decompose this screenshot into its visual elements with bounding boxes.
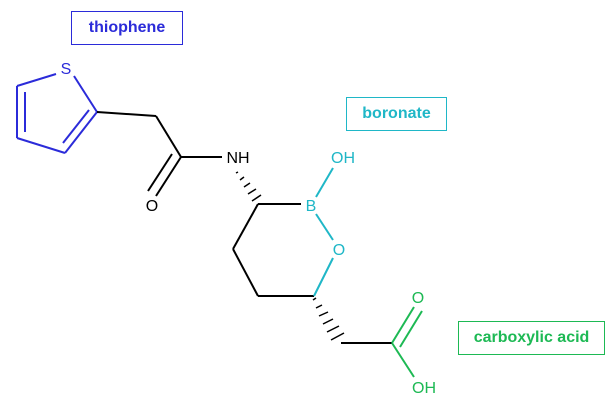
bond-ch2-carbonyl: [155, 115, 182, 158]
atom-oh-acid: OH: [412, 380, 436, 397]
carboxylic-acid-label: carboxylic acid: [458, 321, 605, 355]
hashed-wedge-n-c3: [235, 171, 262, 202]
bond-c4-c5: [232, 248, 259, 297]
atom-o-acid: O: [412, 290, 424, 307]
bond-o-c6: [313, 257, 334, 297]
bond-c-o-double-b: [399, 310, 423, 348]
boronate-bonds: [313, 167, 334, 297]
backbone-bonds: [96, 111, 392, 344]
bond-b-o: [315, 213, 334, 241]
thiophene-ring: [16, 73, 98, 154]
atom-b: B: [306, 198, 317, 215]
bond-c3-c2-inner: [62, 109, 90, 144]
bond-c-o-double-a: [391, 306, 415, 344]
bond-s-c5: [16, 73, 57, 87]
atom-o-ring: O: [333, 242, 345, 259]
bond-c2-ch2: [96, 111, 157, 117]
atom-oh-boron: OH: [331, 150, 355, 167]
boronate-label: boronate: [346, 97, 447, 131]
bond-c-oh: [391, 342, 415, 378]
bond-c4-c3: [16, 137, 66, 154]
bond-c3-c2: [64, 111, 98, 154]
thiophene-label: thiophene: [71, 11, 183, 45]
bond-b-oh: [315, 167, 334, 198]
carboxylic-bonds: [391, 306, 423, 378]
atom-o-carbonyl: O: [146, 198, 158, 215]
atom-s: S: [61, 61, 72, 78]
hashed-wedge-c6-ch2: [312, 297, 345, 341]
bond-carbonyl-o-double: [147, 153, 173, 192]
atom-nh: NH: [226, 150, 249, 167]
bond-c2-s: [73, 75, 98, 113]
bond-c3-c4: [232, 203, 259, 250]
bond-carbonyl-o: [155, 156, 182, 197]
